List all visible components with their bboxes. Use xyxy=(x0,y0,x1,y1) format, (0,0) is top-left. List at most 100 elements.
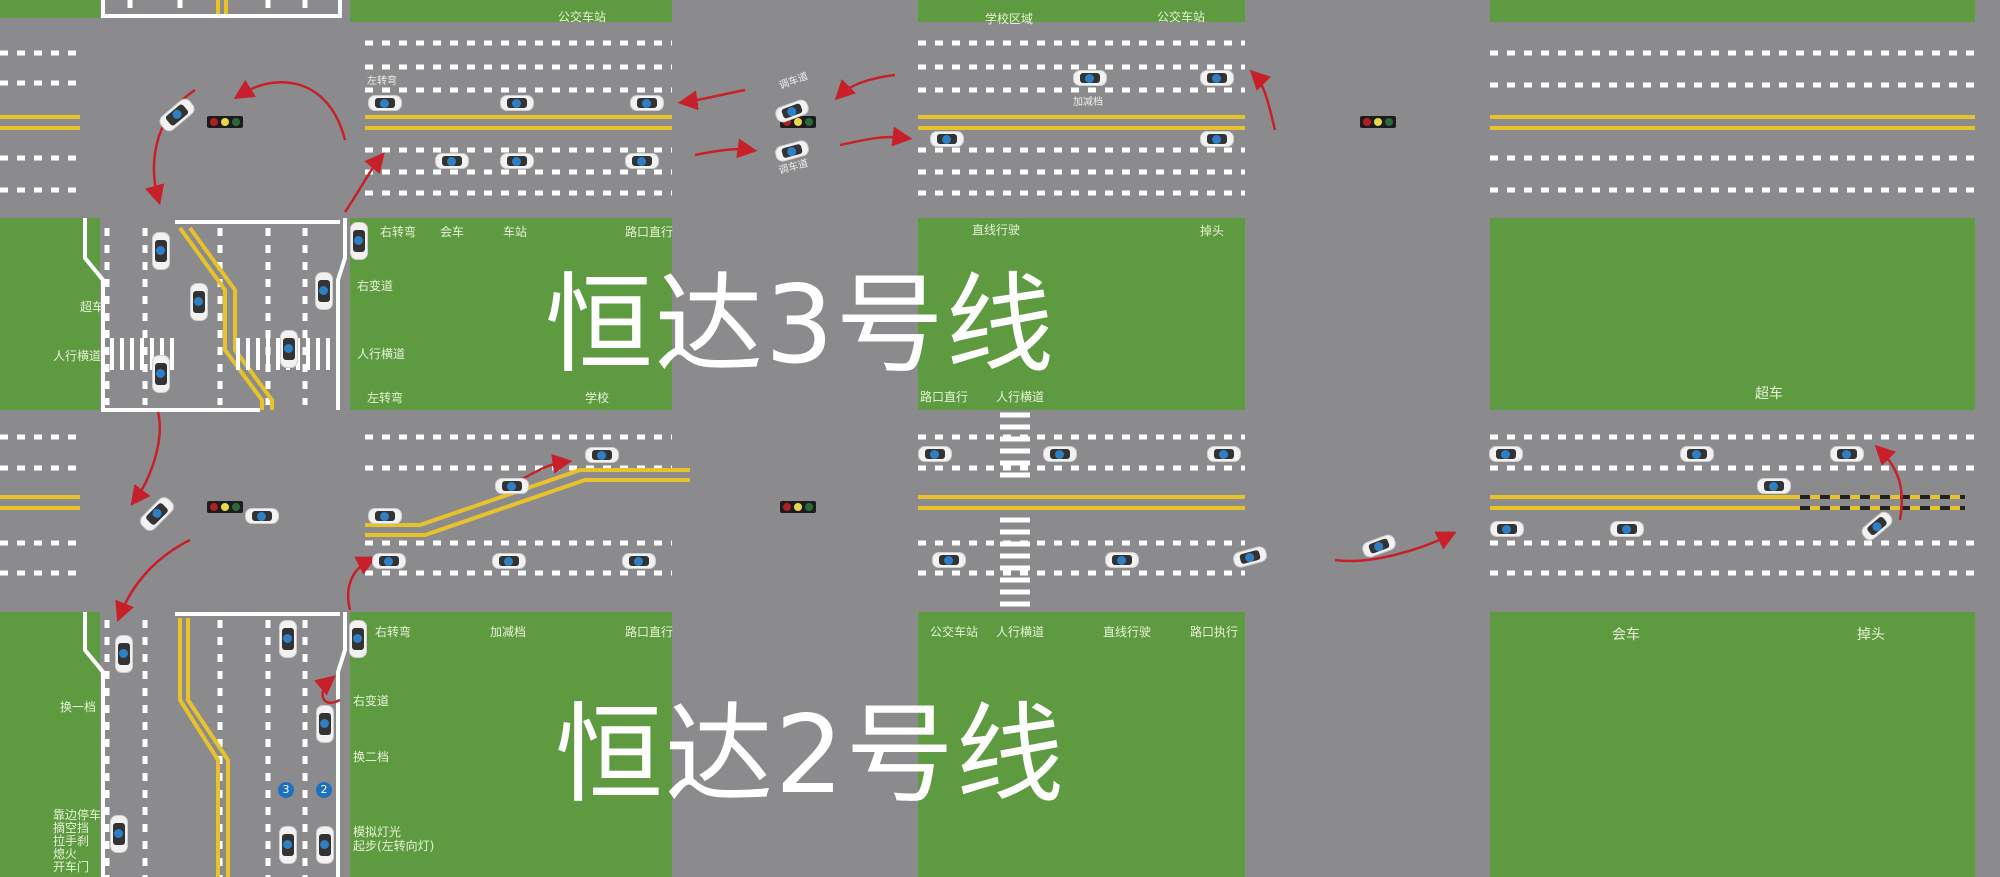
label-light-simulation: 模拟灯光 xyxy=(353,825,402,839)
car xyxy=(152,355,170,393)
car xyxy=(368,508,402,524)
label-straight-drive: 直线行驶 xyxy=(972,223,1021,237)
label-gear-change: 加减档 xyxy=(1073,97,1103,108)
car xyxy=(1200,70,1234,86)
car xyxy=(1610,521,1644,537)
label-first-gear: 换一档 xyxy=(60,700,97,714)
label-meet-car: 会车 xyxy=(1612,627,1640,643)
car xyxy=(372,553,406,569)
car xyxy=(625,153,659,169)
label-u-turn: 掉头 xyxy=(1200,224,1225,238)
car xyxy=(245,508,279,524)
car xyxy=(930,131,964,147)
label-station: 车站 xyxy=(503,225,528,239)
car xyxy=(435,153,469,169)
label-pullover-step: 开车门 xyxy=(53,860,90,874)
car xyxy=(495,478,529,494)
label-right-turn: 右转弯 xyxy=(380,225,417,239)
label-crosswalk: 人行横道 xyxy=(996,625,1045,639)
car xyxy=(1489,446,1523,462)
car xyxy=(1830,446,1864,462)
car xyxy=(918,446,952,462)
car xyxy=(622,553,656,569)
car xyxy=(1073,70,1107,86)
car xyxy=(1757,478,1791,494)
car xyxy=(110,815,128,853)
grass-block xyxy=(0,0,100,18)
label-left-turn: 左转弯 xyxy=(367,76,397,87)
label-left-turn: 左转弯 xyxy=(367,391,404,405)
grass-block xyxy=(350,218,672,410)
car xyxy=(630,95,664,111)
car xyxy=(1105,552,1139,568)
grass-block xyxy=(918,612,1245,877)
car xyxy=(1490,521,1524,537)
label-overtake: 超车 xyxy=(1755,386,1783,402)
label-straight-intersection: 路口直行 xyxy=(625,625,674,639)
crosswalk xyxy=(1000,412,1030,607)
car xyxy=(349,620,367,658)
intersection-edges xyxy=(83,0,347,877)
car xyxy=(368,95,402,111)
label-straight-intersection: 路口直行 xyxy=(625,225,674,239)
label-pullover-step: 拉手刹 xyxy=(53,834,90,848)
label-right-lane-change: 右变道 xyxy=(357,279,394,293)
label-second-gear: 换二档 xyxy=(353,750,390,764)
grass-block xyxy=(350,0,672,22)
label-pullover-step: 摘空挡 xyxy=(53,821,90,835)
car xyxy=(316,705,334,743)
car xyxy=(190,283,208,321)
car xyxy=(500,153,534,169)
label-bus-stop: 公交车站 xyxy=(930,625,979,639)
car xyxy=(932,552,966,568)
label-straight-drive: 直线行驶 xyxy=(1103,625,1152,639)
label-gear-change: 加减档 xyxy=(490,625,527,639)
label-bus-stop: 公交车站 xyxy=(558,10,607,24)
crosswalk xyxy=(110,338,330,370)
checkered-line xyxy=(1800,495,1965,510)
label-bus-stop: 公交车站 xyxy=(1157,10,1206,24)
label-school-zone: 学校区域 xyxy=(985,12,1034,26)
route-3-badge: 3 xyxy=(278,782,294,798)
car xyxy=(316,826,334,864)
car xyxy=(1207,446,1241,462)
car xyxy=(315,272,333,310)
route-2-badge: 2 xyxy=(316,782,332,798)
grass-block xyxy=(0,612,100,877)
grass-block xyxy=(918,218,1245,410)
label-intersection-exec: 路口执行 xyxy=(1190,625,1239,639)
car xyxy=(585,447,619,463)
car xyxy=(115,635,133,673)
label-school: 学校 xyxy=(585,391,610,405)
label-right-lane-change: 右变道 xyxy=(353,694,390,708)
grass-block xyxy=(1490,612,1975,877)
route-2-title: 恒达2号线 xyxy=(555,693,1066,818)
traffic-light xyxy=(207,116,243,128)
traffic-light xyxy=(207,501,243,513)
label-meet-car: 会车 xyxy=(440,225,465,239)
car xyxy=(1680,446,1714,462)
car xyxy=(152,232,170,270)
traffic-light xyxy=(1360,116,1396,128)
label-pullover-step: 靠边停车 xyxy=(53,808,102,822)
route-3-title: 恒达3号线 xyxy=(545,263,1056,388)
label-overtake: 超车 xyxy=(80,300,105,314)
traffic-light xyxy=(780,501,816,513)
car xyxy=(492,553,526,569)
label-start-left-signal: 起步(左转向灯) xyxy=(353,839,435,853)
car xyxy=(1043,446,1077,462)
car xyxy=(350,222,368,260)
car xyxy=(1200,131,1234,147)
label-crosswalk: 人行横道 xyxy=(357,347,406,361)
grass-block xyxy=(1490,0,1975,22)
grass-block xyxy=(1490,218,1975,410)
car xyxy=(500,95,534,111)
label-pullover-step: 熄火 xyxy=(53,847,78,861)
car xyxy=(279,620,297,658)
car xyxy=(279,826,297,864)
grass-block xyxy=(350,612,672,877)
label-straight-intersection: 路口直行 xyxy=(920,390,969,404)
label-right-turn: 右转弯 xyxy=(375,625,412,639)
